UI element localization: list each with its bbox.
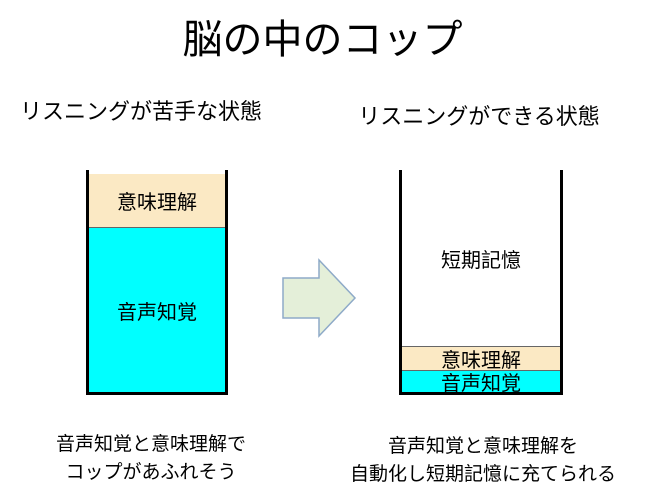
caption-good-listening: 音声知覚と意味理解を 自動化し短期記憶に充てられる — [328, 432, 638, 488]
right-arrow-icon — [282, 258, 357, 338]
caption-line: 音声知覚と意味理解で — [55, 433, 246, 455]
caption-line: 自動化し短期記憶に充てられる — [349, 463, 616, 485]
cup-good-listening: 短期記憶 意味理解 音声知覚 — [399, 170, 563, 395]
diagram-title: 脳の中のコップ — [182, 17, 463, 63]
caption-poor-listening: 音声知覚と意味理解で コップがあふれそう — [16, 430, 286, 486]
caption-line: コップがあふれそう — [65, 461, 237, 483]
layer-meaning-comprehension: 意味理解 — [402, 346, 560, 372]
cup-poor-listening: 意味理解 音声知覚 — [86, 170, 228, 395]
heading-good-listening: リスニングができる状態 — [358, 105, 600, 130]
layer-meaning-comprehension: 意味理解 — [89, 174, 225, 228]
layer-sound-perception: 音声知覚 — [402, 370, 560, 395]
layer-sound-perception: 音声知覚 — [89, 228, 225, 392]
layer-short-term-memory: 短期記憶 — [402, 170, 560, 346]
caption-line: 音声知覚と意味理解を — [387, 435, 578, 457]
heading-poor-listening: リスニングが苦手な状態 — [19, 100, 262, 125]
